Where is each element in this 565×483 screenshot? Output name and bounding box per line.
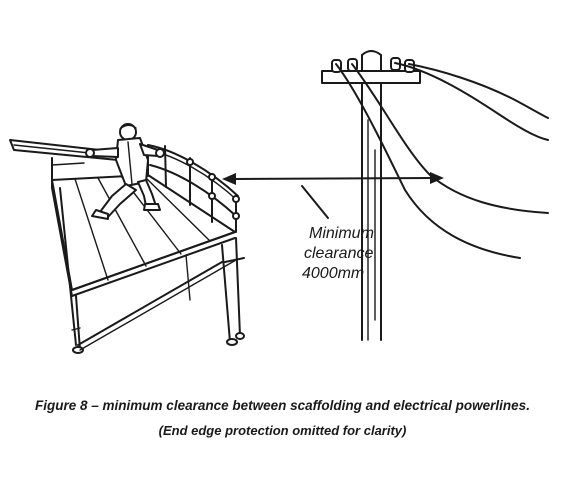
clearance-label-line3: 4000mm bbox=[302, 265, 364, 282]
clearance-arrow bbox=[222, 172, 444, 218]
clearance-label-line2: clearance bbox=[304, 245, 373, 262]
figure-caption: Figure 8 – minimum clearance between sca… bbox=[0, 398, 565, 413]
clearance-label-line1: Minimum bbox=[309, 225, 374, 242]
clearance-label: Minimum clearance 4000mm bbox=[302, 225, 378, 282]
figure-caption-note: (End edge protection omitted for clarity… bbox=[0, 423, 565, 438]
power-pole bbox=[322, 51, 420, 340]
scaffold bbox=[52, 145, 244, 353]
